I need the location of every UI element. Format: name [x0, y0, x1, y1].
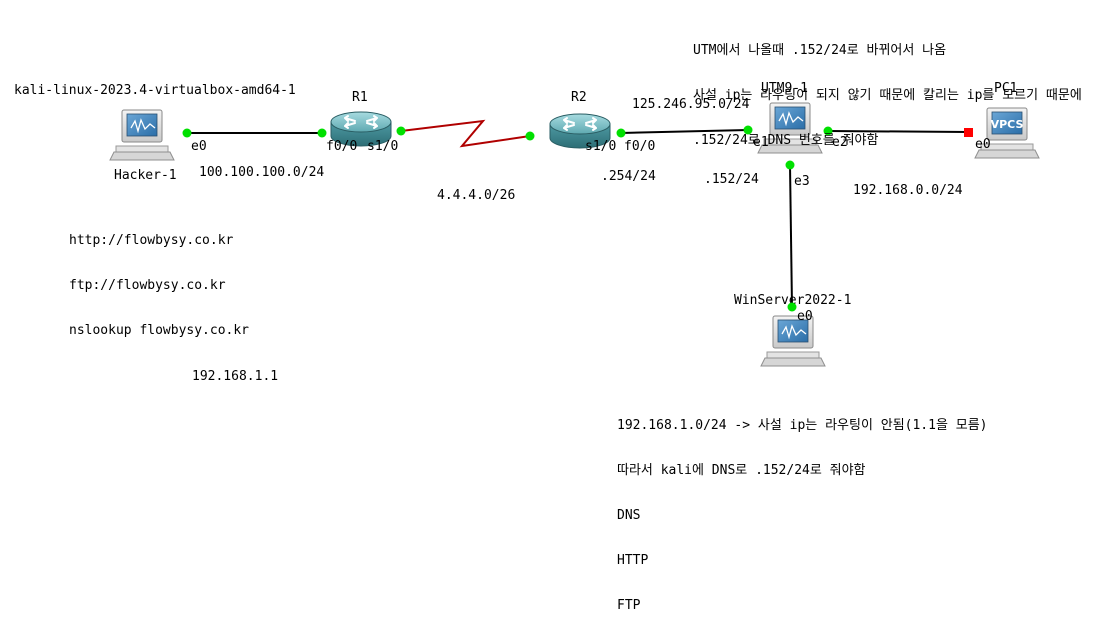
monitor-waveform	[778, 111, 804, 127]
port-square-pc1-e0	[964, 128, 973, 137]
port-label-pc1-e0: e0	[975, 137, 991, 152]
link-r2-utm	[620, 129, 749, 134]
port-dot-utm-e1	[743, 125, 753, 135]
port-label-r1-f00: f0/0	[326, 139, 357, 154]
port-label-win-e0: e0	[797, 309, 813, 324]
port-label-utm-e1: e1	[753, 135, 769, 150]
port-label-r1-s10: s1/0	[367, 139, 398, 154]
port-label-utm-e3: e3	[794, 174, 810, 189]
utm-note: UTM에서 나올때 .152/24로 바뀌어서 나옴 사설 ip는 라우팅이 되…	[693, 13, 1082, 163]
monitor-waveform	[781, 324, 807, 340]
vpcs-badge: VPCS	[991, 118, 1024, 131]
port-dot-win-e0	[787, 302, 797, 312]
port-label-r2-f00: f0/0	[624, 139, 655, 154]
note-line: .152/24로 DNS 번호를 줘야함	[693, 133, 879, 148]
network-r2-host: .254/24	[601, 169, 656, 184]
note-line: UTM에서 나올때 .152/24로 바뀌어서 나옴	[693, 43, 947, 58]
computer-icon	[760, 315, 826, 367]
topology-canvas: kali-linux-2023.4-virtualbox-amd64-1 Hac…	[14, 81, 1040, 384]
note-line: 사설 ip는 라우팅이 되지 않기 때문에 칼리는 ip를 모르기 때문에	[693, 88, 1082, 103]
r1-node[interactable]: R1	[330, 90, 392, 147]
hacker-hostname: kali-linux-2023.4-virtualbox-amd64-1	[14, 83, 296, 98]
note-line: FTP	[617, 598, 641, 613]
pc1-label: PC1	[994, 81, 1017, 96]
r1-label: R1	[352, 90, 368, 105]
pc1-node[interactable]: VPCS PC1	[974, 81, 1040, 159]
port-dot-r1-s10	[396, 126, 406, 136]
winserver-node[interactable]: WinServer2022-1	[734, 293, 851, 367]
port-label-r2-s10: s1/0	[585, 139, 616, 154]
network-r1-r2: 4.4.4.0/26	[437, 188, 515, 203]
monitor-waveform	[130, 118, 156, 134]
port-dot-hacker-e0	[182, 128, 192, 138]
network-utm-pc1: 192.168.0.0/24	[853, 183, 963, 198]
r2-label: R2	[571, 90, 587, 105]
note-line: HTTP	[617, 553, 649, 568]
link-r1-r2-serial	[400, 119, 531, 148]
network-r2-utm: 125.246.95.0/24	[632, 97, 750, 112]
hacker-node[interactable]: kali-linux-2023.4-virtualbox-amd64-1 Hac…	[14, 83, 296, 183]
hacker-note: http://flowbysy.co.kr ftp://flowbysy.co.…	[69, 203, 249, 353]
hacker-label: Hacker-1	[114, 168, 177, 183]
network-hacker-r1: 100.100.100.0/24	[199, 165, 324, 180]
winserver-label: WinServer2022-1	[734, 293, 851, 308]
utm-node[interactable]: UTM9-1	[757, 81, 823, 154]
network-utm-e1-host: .152/24	[704, 172, 759, 187]
note-line: 따라서 kali에 DNS로 .152/24로 줘야함	[617, 463, 866, 478]
link-utm-pc1	[827, 130, 969, 133]
server-note: 192.168.1.0/24 -> 사설 ip는 라우팅이 안됨(1.1을 모름…	[617, 388, 988, 628]
note-line: nslookup flowbysy.co.kr	[69, 323, 250, 338]
port-dot-r1-f00	[317, 128, 327, 138]
network-lone-ip: 192.168.1.1	[192, 369, 278, 384]
note-line: 192.168.1.0/24 -> 사설 ip는 라우팅이 안됨(1.1을 모름…	[617, 418, 988, 433]
utm-label: UTM9-1	[761, 81, 808, 96]
port-dot-r2-f00	[616, 128, 626, 138]
port-dot-utm-e2	[823, 126, 833, 136]
computer-icon	[109, 109, 175, 161]
note-line: http://flowbysy.co.kr	[69, 233, 234, 248]
port-label-hacker-e0: e0	[191, 139, 207, 154]
r2-node[interactable]: R2	[549, 90, 611, 149]
note-line: ftp://flowbysy.co.kr	[69, 278, 226, 293]
port-label-utm-e2: e2	[832, 135, 848, 150]
port-dot-r2-s10	[525, 131, 535, 141]
port-dot-utm-e3	[785, 160, 795, 170]
note-line: DNS	[617, 508, 641, 523]
link-utm-winserver	[789, 164, 793, 308]
